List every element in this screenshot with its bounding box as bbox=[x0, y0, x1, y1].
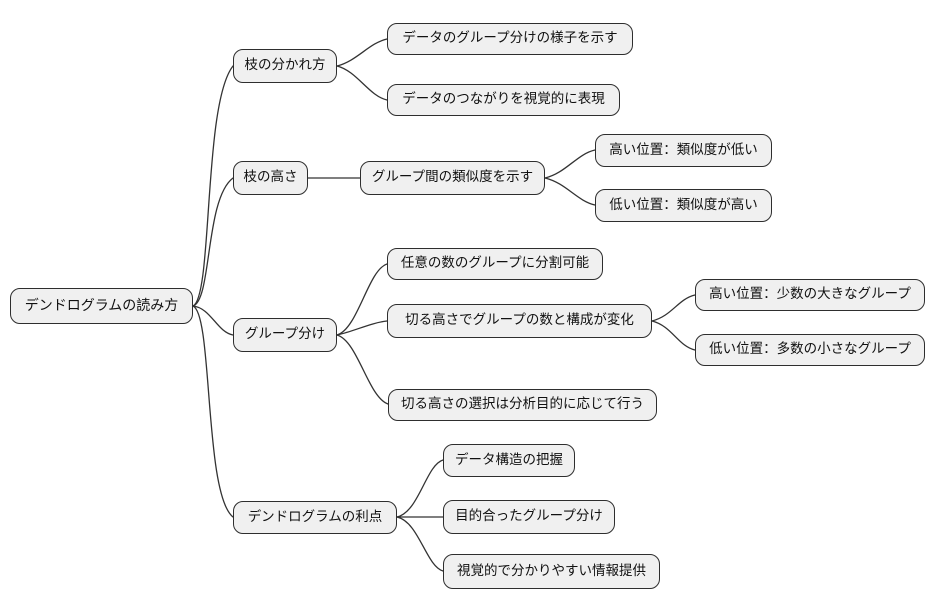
node-data-structure-grasp: データ構造の把握 bbox=[443, 444, 575, 477]
edge-root-branch-height bbox=[192, 177, 234, 307]
edge-root-grouping bbox=[192, 305, 234, 336]
node-similarity: グループ間の類似度を示す bbox=[360, 161, 545, 195]
node-root: デンドログラムの読み方 bbox=[10, 288, 193, 324]
edge-grouping-arbitrary bbox=[336, 263, 388, 336]
node-cut-height-changes: 切る高さでグループの数と構成が変化 bbox=[387, 304, 652, 338]
node-cut-height-selection: 切る高さの選択は分析目的に応じて行う bbox=[388, 389, 657, 421]
edge-splitting-visual bbox=[336, 65, 388, 101]
node-high-pos-low-similarity: 高い位置：類似度が低い bbox=[595, 134, 772, 167]
edge-root-branch-splitting bbox=[192, 65, 234, 307]
node-low-pos-many-small: 低い位置：多数の小さなグループ bbox=[695, 334, 925, 366]
edge-grouping-selection bbox=[336, 334, 389, 405]
node-grouping: グループ分け bbox=[233, 318, 337, 352]
edge-similarity-low-pos bbox=[544, 177, 596, 206]
edge-cut-high-pos bbox=[651, 294, 696, 322]
edge-grouping-cut-height bbox=[336, 320, 388, 336]
node-high-pos-few-large: 高い位置：少数の大きなグループ bbox=[695, 279, 925, 311]
node-visual-connections: データのつながりを視覚的に表現 bbox=[387, 84, 620, 116]
node-low-pos-high-similarity: 低い位置：類似度が高い bbox=[595, 189, 772, 222]
node-shows-grouping: データのグループ分けの様子を示す bbox=[387, 23, 633, 55]
edge-advantages-visual-info bbox=[396, 516, 444, 572]
edge-cut-low-pos bbox=[651, 320, 696, 351]
node-advantages: デンドログラムの利点 bbox=[233, 501, 397, 534]
node-branch-height: 枝の高さ bbox=[233, 161, 308, 195]
edge-root-advantages bbox=[192, 305, 234, 518]
edge-advantages-structure bbox=[396, 459, 444, 518]
edge-splitting-shows-groups bbox=[336, 38, 388, 67]
node-arbitrary-split: 任意の数のグループに分割可能 bbox=[387, 248, 603, 280]
edge-similarity-high-pos bbox=[544, 149, 596, 179]
node-purpose-fit-grouping: 目的合ったグループ分け bbox=[443, 500, 615, 534]
node-visual-info: 視覚的で分かりやすい情報提供 bbox=[443, 554, 660, 589]
node-branch-splitting: 枝の分かれ方 bbox=[233, 49, 337, 83]
